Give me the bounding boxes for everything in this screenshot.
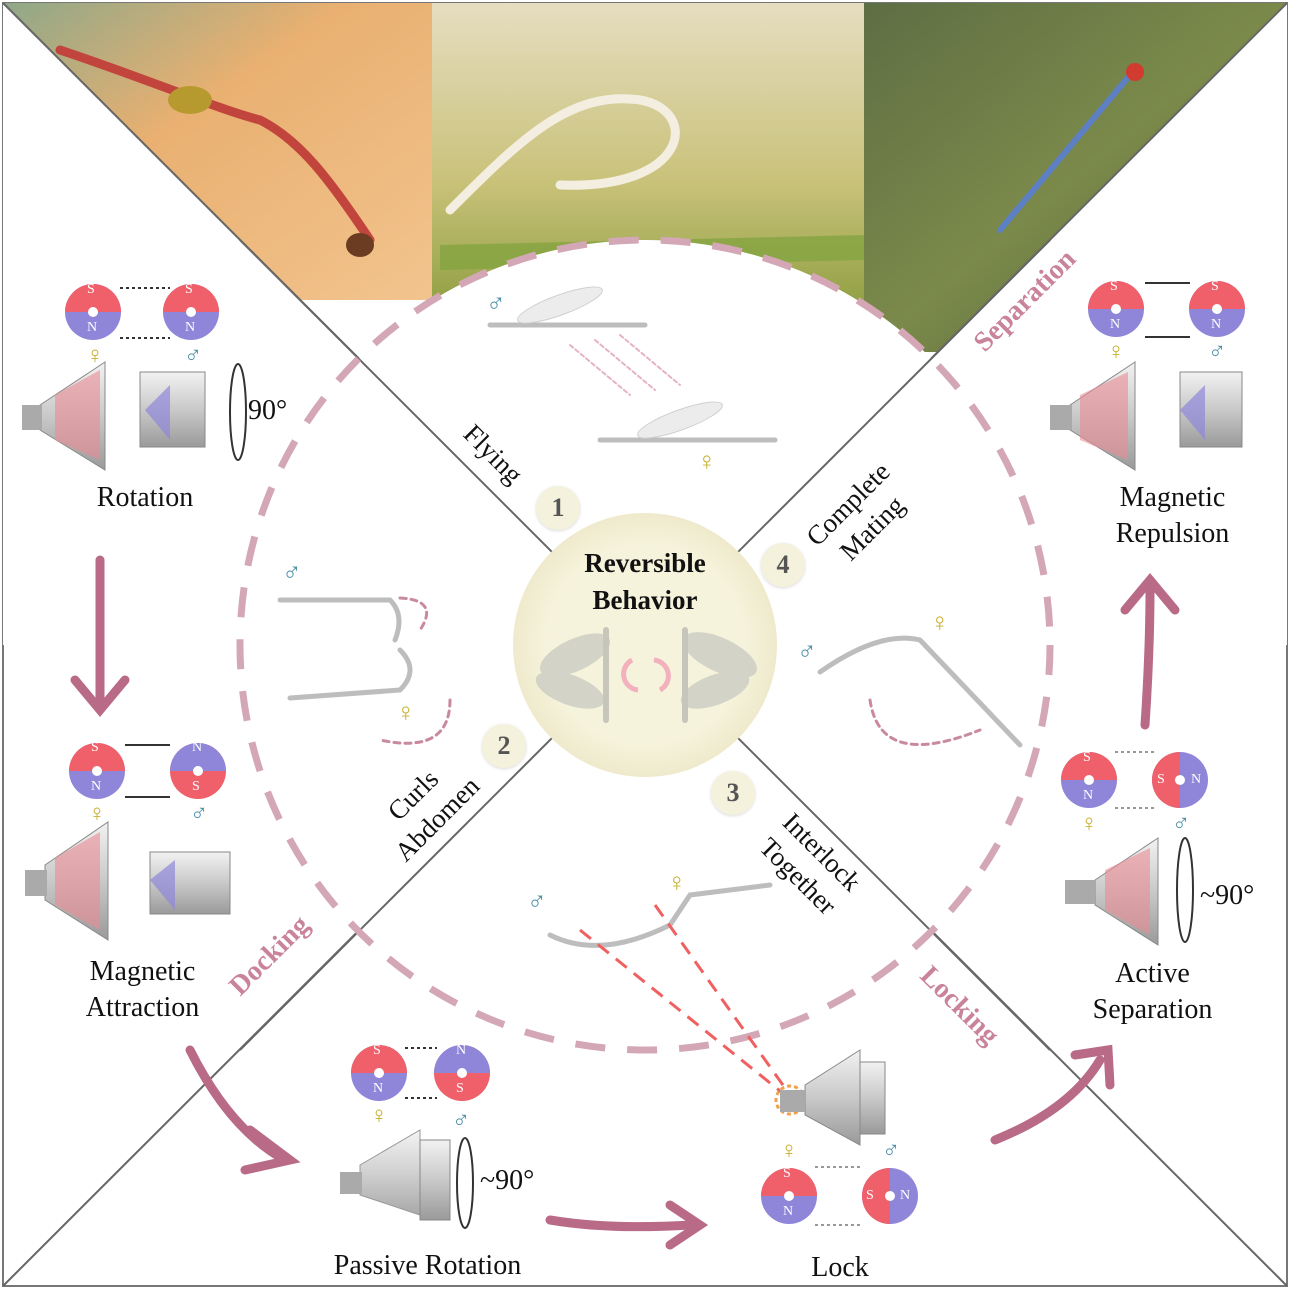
- sketch-flying: [487, 286, 778, 443]
- center-title-line1: Reversible: [584, 548, 706, 578]
- male-symbol: ♂: [282, 558, 302, 587]
- center-wings-icon: [535, 627, 757, 723]
- magnet-letter: N: [456, 1043, 467, 1058]
- center-title-line2: Behavior: [592, 585, 698, 615]
- female-symbol: ♀: [370, 1103, 388, 1129]
- magnet-pair-passive: [351, 1045, 490, 1101]
- label-active-separation: Active Separation: [1065, 956, 1240, 1028]
- angle-passive: ~90°: [480, 1165, 535, 1196]
- magnet-letter: N: [185, 320, 196, 335]
- label-rotation: Rotation: [96, 482, 194, 513]
- male-symbol: ♂: [184, 343, 202, 369]
- magnet-letter: N: [1110, 317, 1121, 332]
- magnet-pair-active: [1061, 751, 1208, 809]
- step-badge-1: 1: [536, 486, 580, 530]
- female-symbol: ♀: [396, 698, 416, 727]
- male-symbol: ♂: [527, 887, 547, 916]
- female-symbol: ♀: [930, 608, 950, 637]
- device-attraction: [25, 821, 231, 941]
- photo-damselfly-heart: [445, 94, 680, 215]
- device-repulsion: [1050, 361, 1243, 471]
- photo-dragonfly-body: [55, 45, 375, 245]
- magnet-letter: N: [192, 740, 203, 755]
- magnet-letter: S: [185, 282, 193, 297]
- male-symbol: ♂: [1208, 339, 1226, 365]
- female-symbol: ♀: [780, 1138, 798, 1164]
- magnet-letter: S: [87, 282, 95, 297]
- sketch-curls: [277, 596, 452, 745]
- magnet-letter: S: [456, 1081, 464, 1096]
- label-magnetic-attraction: Magnetic Attraction: [45, 954, 240, 1026]
- angle-rotation: 90°: [248, 395, 288, 426]
- label-active-separation-line2: Separation: [1092, 994, 1213, 1025]
- female-symbol: ♀: [86, 343, 104, 369]
- male-symbol: ♂: [486, 289, 506, 318]
- female-symbol: ♀: [1107, 339, 1125, 365]
- magnet-letter: N: [1211, 317, 1222, 332]
- magnet-pair-attraction: [69, 743, 226, 799]
- center-title: Reversible Behavior: [520, 545, 770, 619]
- magnet-letter: S: [783, 1166, 791, 1181]
- magnet-letter: N: [91, 779, 102, 794]
- magnet-letter: S: [91, 740, 99, 755]
- photo-blue-damselfly: [864, 3, 1287, 352]
- magnet-letter: S: [1083, 750, 1091, 765]
- female-symbol: ♀: [667, 868, 687, 897]
- label-magnetic-attraction-line2: Attraction: [85, 992, 200, 1023]
- female-symbol: ♀: [88, 801, 106, 827]
- magnet-pair-rotation: [65, 284, 219, 340]
- magnet-letter: S: [373, 1043, 381, 1058]
- step-badge-3: 3: [711, 771, 755, 815]
- center-disc: [513, 513, 777, 777]
- female-symbol: ♀: [1080, 811, 1098, 837]
- magnet-letter: N: [87, 320, 98, 335]
- magnet-letter: N: [900, 1188, 911, 1203]
- male-symbol: ♂: [797, 637, 817, 666]
- male-symbol: ♂: [452, 1108, 470, 1134]
- magnet-pair-lock: [761, 1166, 918, 1226]
- magnet-letter: N: [1191, 772, 1202, 787]
- magnet-letter: N: [373, 1081, 384, 1096]
- male-symbol: ♂: [190, 801, 208, 827]
- magnet-letter: S: [866, 1188, 874, 1203]
- magnet-letter: S: [192, 779, 200, 794]
- flow-arrows: [70, 555, 1180, 1250]
- label-magnetic-repulsion-line2: Repulsion: [1115, 518, 1230, 549]
- angle-active: ~90°: [1200, 880, 1255, 911]
- step-badge-2: 2: [482, 724, 526, 768]
- label-passive-rotation: Passive Rotation: [333, 1250, 522, 1281]
- step-badge-4: 4: [761, 543, 805, 587]
- female-symbol: ♀: [697, 447, 717, 476]
- label-magnetic-repulsion: Magnetic Repulsion: [1090, 480, 1255, 552]
- dashed-ring: [236, 236, 1054, 1054]
- magnet-letter: N: [783, 1204, 794, 1219]
- sketch-complete: [817, 635, 1023, 748]
- label-magnetic-repulsion-line1: Magnetic: [1119, 482, 1226, 513]
- magnet-letter: S: [1211, 279, 1219, 294]
- male-symbol: ♂: [882, 1138, 900, 1164]
- label-lock: Lock: [811, 1252, 869, 1283]
- device-lock: [780, 1049, 886, 1146]
- magnet-pair-repulsion: [1088, 281, 1245, 338]
- magnet-letter: S: [1157, 772, 1165, 787]
- magnet-letter: N: [1083, 788, 1094, 803]
- label-magnetic-attraction-line1: Magnetic: [89, 956, 196, 987]
- device-rotation: [22, 361, 247, 471]
- magnet-letter: S: [1110, 279, 1118, 294]
- male-symbol: ♂: [1172, 811, 1190, 837]
- photo-blue-damselfly-body: [997, 72, 1133, 233]
- device-passive: [340, 1129, 474, 1229]
- photo-red-dragonfly: [3, 3, 432, 300]
- device-active: [1065, 837, 1194, 946]
- label-active-separation-line1: Active: [1115, 958, 1190, 989]
